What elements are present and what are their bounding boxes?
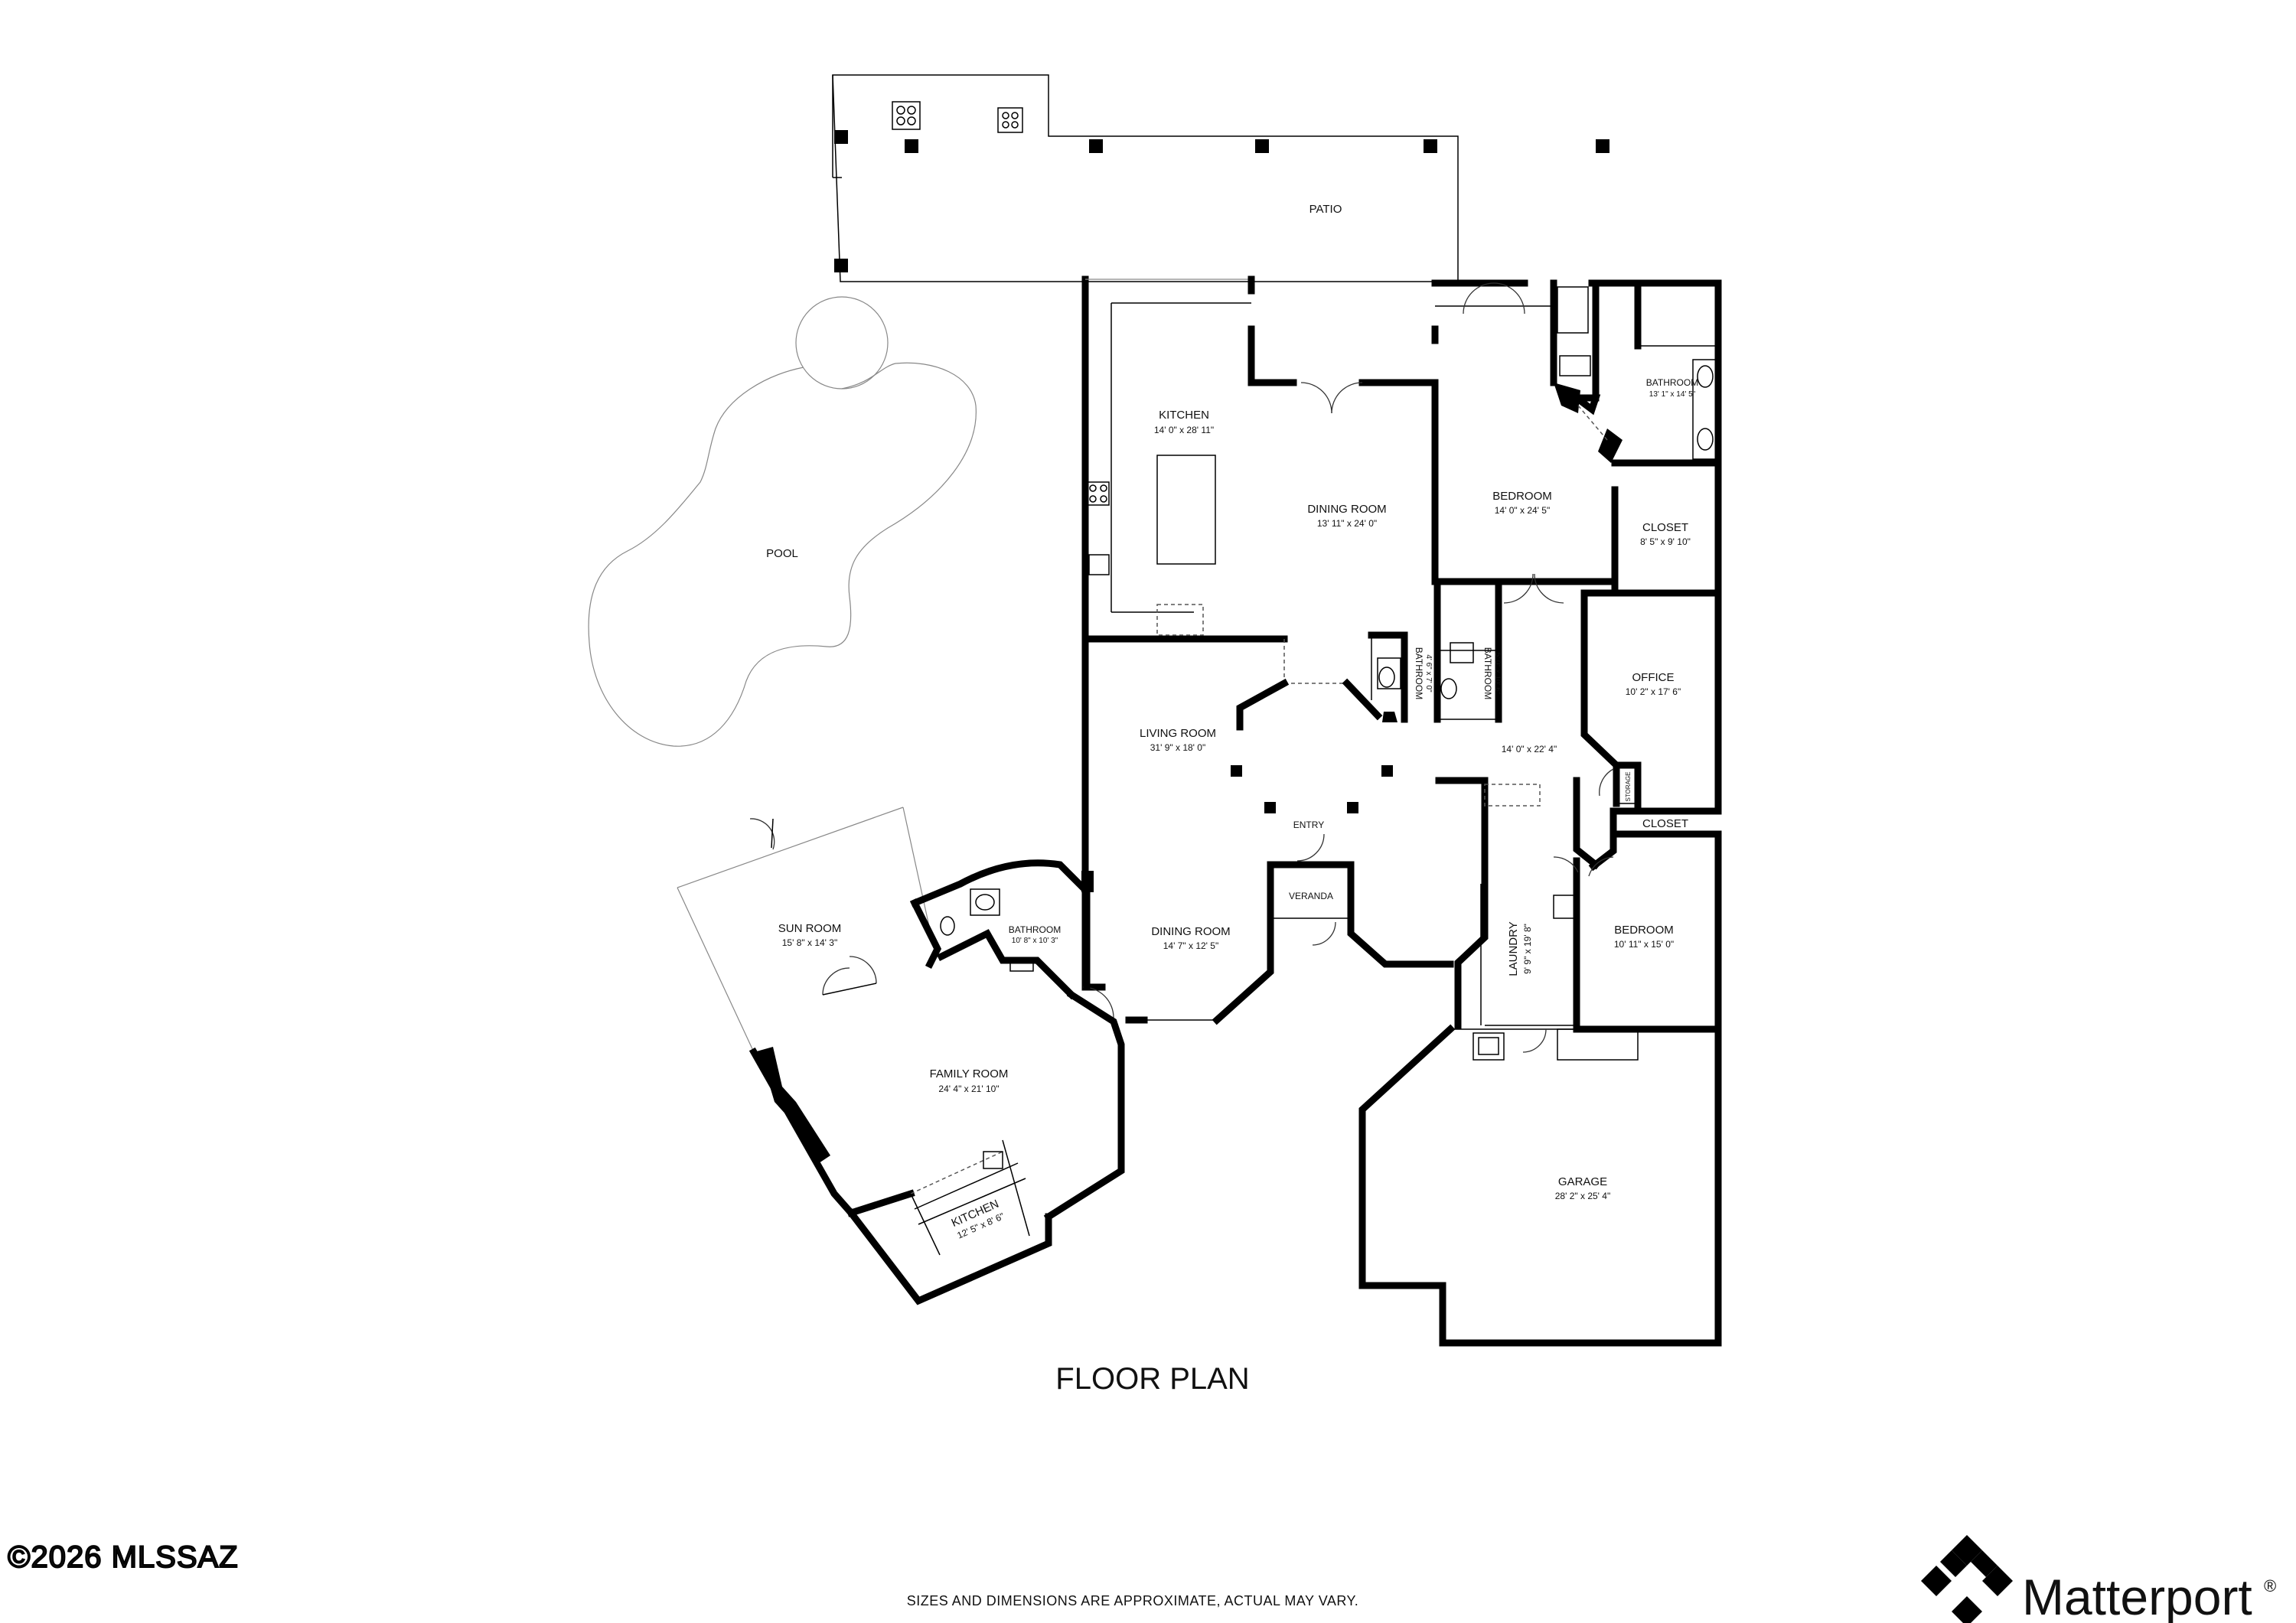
stove-icon bbox=[1087, 481, 1110, 506]
bathroom-dims: 13' 1" x 14' 5" bbox=[1649, 390, 1696, 399]
office-label: OFFICE bbox=[1632, 671, 1675, 684]
bedroom-2-label: BEDROOM bbox=[1614, 924, 1674, 937]
closet-dims: 8' 5" x 9' 10" bbox=[1640, 536, 1691, 547]
dining-room-2-label: DINING ROOM bbox=[1151, 925, 1230, 938]
dining-room-dims: 13' 11" x 24' 0" bbox=[1317, 518, 1377, 529]
dining-room-label: DINING ROOM bbox=[1307, 503, 1386, 516]
kitchen-label: KITCHEN bbox=[1159, 409, 1209, 422]
storage-label: STORAGE bbox=[1625, 772, 1632, 802]
kitchen-dims: 14' 0" x 28' 11" bbox=[1154, 425, 1214, 435]
grill-icon bbox=[997, 107, 1023, 133]
half-bath-1: BATHROOM 4' 6" x 7' 0" bbox=[1414, 647, 1433, 699]
office-dims: 10' 2" x 17' 6" bbox=[1626, 686, 1681, 697]
living-room-dims: 31' 9" x 18' 0" bbox=[1150, 742, 1205, 753]
garage-dims: 28' 2" x 25' 4" bbox=[1555, 1191, 1610, 1201]
patio-area: PATIO bbox=[832, 74, 1609, 282]
garage-walls bbox=[1358, 1024, 1722, 1347]
laundry: LAUNDRY 9' 9" x 19' 8" bbox=[1507, 921, 1533, 976]
sun-room-label: SUN ROOM bbox=[778, 922, 842, 935]
family-room-dims: 24' 4" x 21' 10" bbox=[938, 1084, 999, 1094]
laundry-label: LAUNDRY bbox=[1507, 921, 1520, 976]
half-bath-2-label: BATHROOM bbox=[1482, 647, 1493, 699]
bathroom-label: BATHROOM bbox=[1646, 377, 1698, 388]
laundry-dims: 9' 9" x 19' 8" bbox=[1522, 924, 1533, 974]
half-bath-2-dims: 5' 0" x 10' 6" bbox=[1493, 653, 1502, 695]
kitchen-2: KITCHEN 12' 5" x 8' 6" bbox=[950, 1198, 1006, 1241]
plan-title: FLOOR PLAN bbox=[1055, 1362, 1249, 1396]
half-bath-1-label: BATHROOM bbox=[1414, 647, 1424, 699]
bedroom-dims: 14' 0" x 24' 5" bbox=[1495, 505, 1550, 516]
entry-label: ENTRY bbox=[1293, 820, 1324, 830]
sun-room-dims: 15' 8" x 14' 3" bbox=[782, 937, 837, 948]
sink-icon bbox=[1697, 365, 1714, 451]
family-room-label: FAMILY ROOM bbox=[930, 1067, 1009, 1080]
matterport-logo-icon bbox=[1921, 1535, 2013, 1623]
closet-2-label: CLOSET bbox=[1642, 817, 1688, 830]
west-wing-walls bbox=[677, 807, 1125, 1305]
bathroom-3-dims: 10' 8" x 10' 3" bbox=[1012, 937, 1058, 945]
pool-area: POOL bbox=[588, 296, 977, 747]
grill-icon bbox=[892, 101, 921, 130]
garage-label: GARAGE bbox=[1558, 1175, 1607, 1188]
half-bath-2: BATHROOM 5' 0" x 10' 6" bbox=[1482, 647, 1502, 699]
brand-name: Matterport bbox=[2022, 1569, 2252, 1623]
veranda-label: VERANDA bbox=[1289, 891, 1333, 901]
closet-label: CLOSET bbox=[1642, 521, 1688, 534]
pool-label: POOL bbox=[766, 547, 798, 560]
patio-label: PATIO bbox=[1309, 203, 1342, 216]
bedroom-2-dims: 10' 11" x 15' 0" bbox=[1614, 939, 1674, 950]
copyright-watermark: ©2026 MLSSAZ bbox=[8, 1540, 239, 1574]
dining-room-2-dims: 14' 7" x 12' 5" bbox=[1163, 940, 1218, 951]
hall-dims: 14' 0" x 22' 4" bbox=[1502, 744, 1557, 754]
storage: STORAGE bbox=[1625, 772, 1632, 802]
bathroom-3-label: BATHROOM bbox=[1009, 924, 1061, 935]
half-bath-1-dims: 4' 6" x 7' 0" bbox=[1424, 654, 1433, 693]
living-room-label: LIVING ROOM bbox=[1140, 727, 1216, 740]
room-labels: KITCHEN 14' 0" x 28' 11" DINING ROOM 13'… bbox=[778, 377, 1698, 1241]
bedroom-label: BEDROOM bbox=[1492, 490, 1552, 503]
disclaimer-footnote: SIZES AND DIMENSIONS ARE APPROXIMATE, AC… bbox=[907, 1593, 1359, 1608]
brand-trademark: ® bbox=[2264, 1576, 2276, 1595]
main-house-walls bbox=[1081, 275, 1722, 1033]
